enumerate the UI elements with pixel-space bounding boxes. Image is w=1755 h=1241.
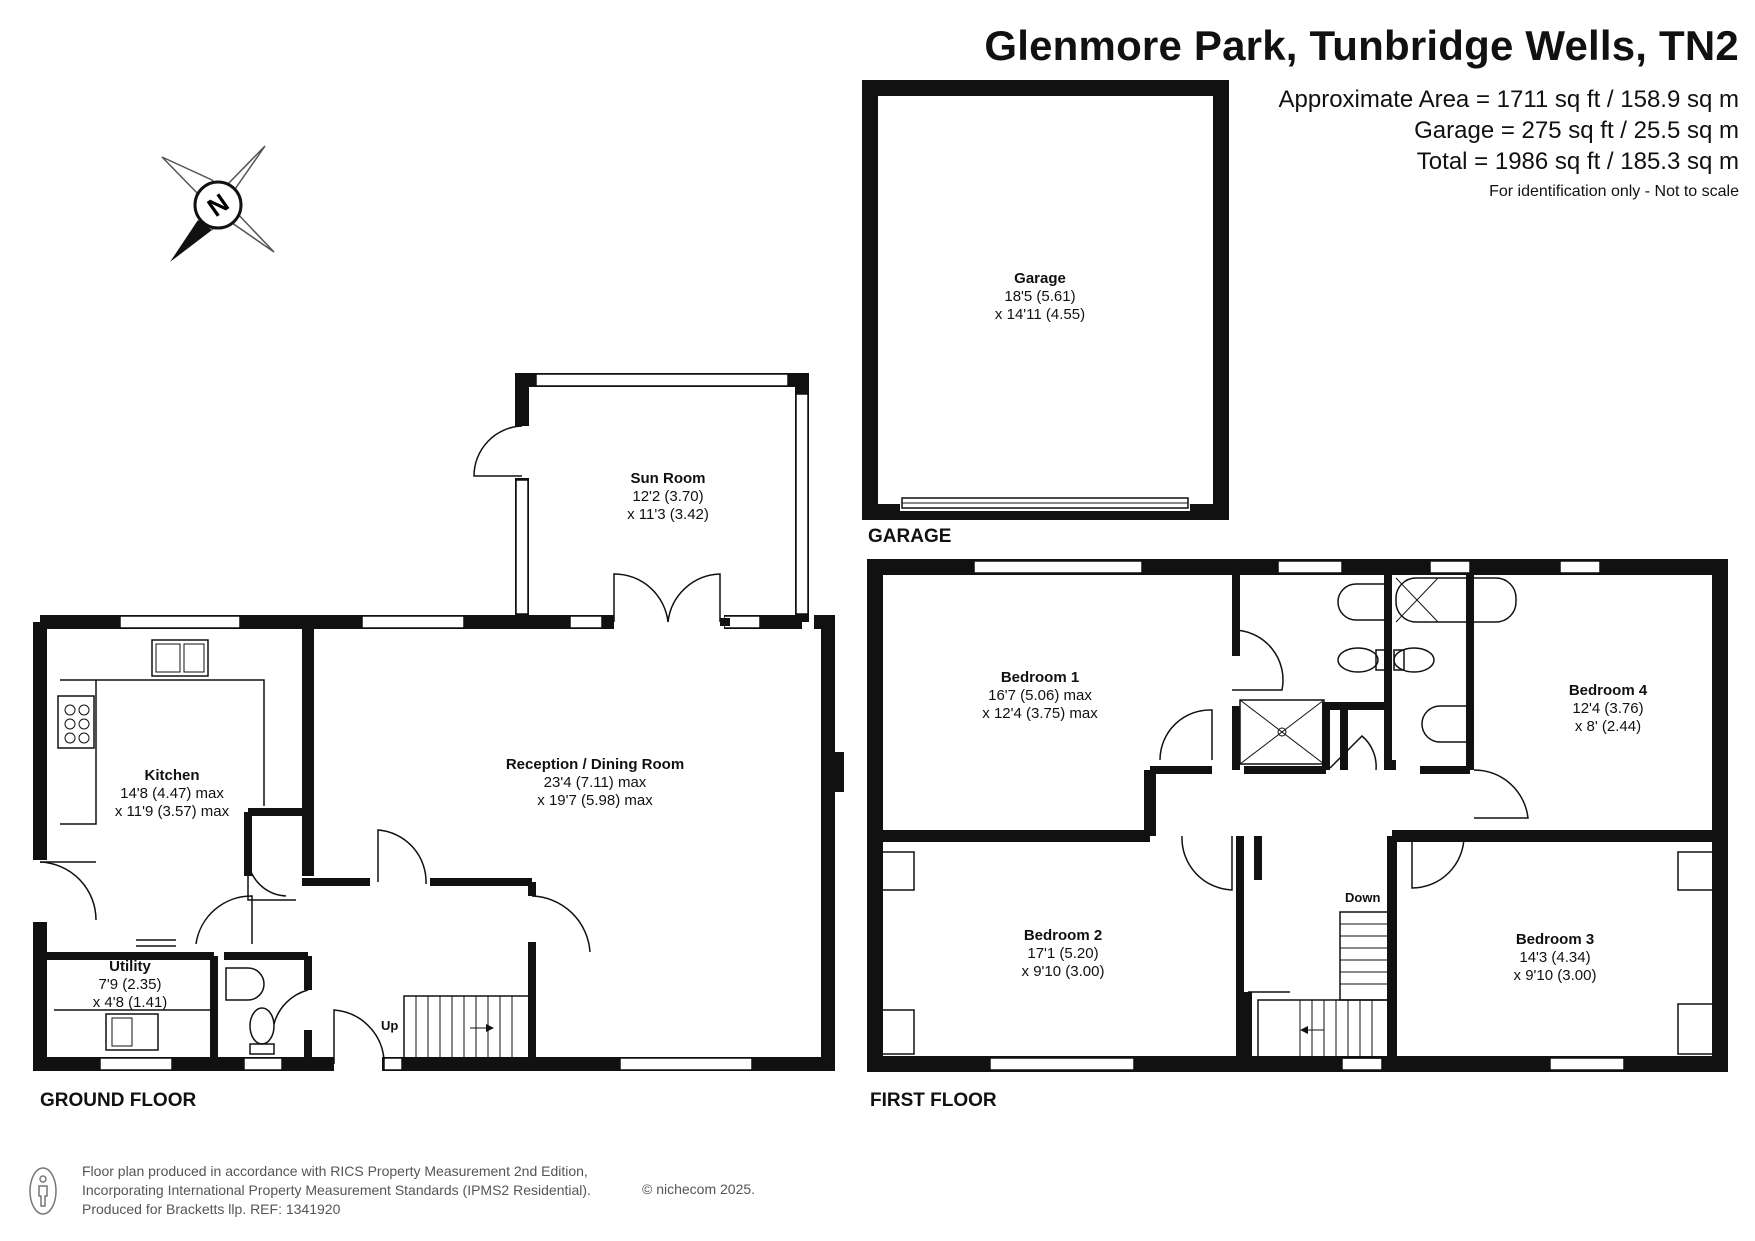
room-dim: x 11'3 (3.42): [627, 506, 709, 523]
room-dim: x 9'10 (3.00): [1021, 963, 1105, 980]
room-dim: x 19'7 (5.98) max: [537, 792, 653, 809]
sun-room-plan: [473, 373, 809, 630]
room-name: Bedroom 4: [1568, 682, 1648, 699]
room-dim: 14'8 (4.47) max: [120, 785, 224, 802]
room-bedroom-3: Bedroom 3 14'3 (4.34) x 9'10 (3.00): [1514, 931, 1597, 985]
room-name: Bedroom 2: [1023, 927, 1103, 944]
approximate-area: Approximate Area = 1711 sq ft / 158.9 sq…: [1278, 86, 1740, 113]
room-dim: x 12'4 (3.75) max: [982, 705, 1098, 722]
room-sun-room: Sun Room 12'2 (3.70) x 11'3 (3.42): [627, 470, 709, 524]
room-dim: 23'4 (7.11) max: [543, 774, 647, 791]
room-kitchen: Kitchen 14'8 (4.47) max x 11'9 (3.57) ma…: [115, 767, 229, 821]
ground-floor-label: GROUND FLOOR: [40, 1090, 197, 1111]
person-icon: [29, 1167, 57, 1215]
room-dim: x 4'8 (1.41): [92, 994, 168, 1011]
footer-line: Produced for Bracketts llp. REF: 1341920: [82, 1201, 341, 1217]
room-utility: Utility 7'9 (2.35) x 4'8 (1.41): [93, 958, 168, 1012]
room-dim: 12'2 (3.70): [632, 488, 704, 505]
room-name: Bedroom 1: [1000, 669, 1080, 686]
room-dim: 18'5 (5.61): [1004, 288, 1076, 305]
room-dim: 12'4 (3.76): [1572, 700, 1644, 717]
room-dim: 17'1 (5.20): [1027, 945, 1099, 962]
room-dim: x 14'11 (4.55): [994, 306, 1086, 323]
identification-note: For identification only - Not to scale: [1489, 183, 1739, 200]
property-title: Glenmore Park, Tunbridge Wells, TN2: [984, 22, 1739, 69]
copyright-text: © nichecom 2025.: [642, 1181, 756, 1197]
room-name: Garage: [1014, 270, 1066, 287]
room-name: Bedroom 3: [1515, 931, 1595, 948]
room-dim: 16'7 (5.06) max: [988, 687, 1092, 704]
room-dim: x 11'9 (3.57) max: [114, 803, 230, 820]
garage-area: Garage = 275 sq ft / 25.5 sq m: [1414, 117, 1739, 144]
room-bedroom-4: Bedroom 4 12'4 (3.76) x 8' (2.44): [1569, 682, 1647, 736]
footer-line: Floor plan produced in accordance with R…: [82, 1163, 588, 1179]
garage-plan: [862, 80, 1229, 520]
first-floor-label: FIRST FLOOR: [870, 1090, 997, 1111]
total-area: Total = 1986 sq ft / 185.3 sq m: [1416, 148, 1739, 175]
room-dim: 7'9 (2.35): [98, 976, 162, 993]
footer-note: Floor plan produced in accordance with R…: [82, 1162, 591, 1219]
first-floor-plan: [867, 559, 1728, 1072]
room-garage: Garage 18'5 (5.61) x 14'11 (4.55): [995, 270, 1085, 324]
room-dim: 14'3 (4.34): [1519, 949, 1591, 966]
room-name: Kitchen: [144, 767, 200, 784]
room-dim: x 9'10 (3.00): [1513, 967, 1597, 984]
room-name: Utility: [109, 958, 151, 975]
room-dim: x 8' (2.44): [1574, 718, 1642, 735]
stairs-up-label: Up: [381, 1018, 399, 1033]
garage-floor-label: GARAGE: [868, 526, 952, 547]
ground-floor-plan: [33, 615, 844, 1072]
room-bedroom-1: Bedroom 1 16'7 (5.06) max x 12'4 (3.75) …: [982, 669, 1097, 723]
footer-line: Incorporating International Property Mea…: [82, 1182, 591, 1198]
room-bedroom-2: Bedroom 2 17'1 (5.20) x 9'10 (3.00): [1022, 927, 1105, 981]
room-name: Sun Room: [630, 470, 706, 487]
room-reception-dining: Reception / Dining Room 23'4 (7.11) max …: [506, 756, 684, 810]
stairs-down-label: Down: [1345, 890, 1381, 905]
compass-icon: N: [161, 145, 275, 262]
room-name: Reception / Dining Room: [505, 756, 685, 773]
